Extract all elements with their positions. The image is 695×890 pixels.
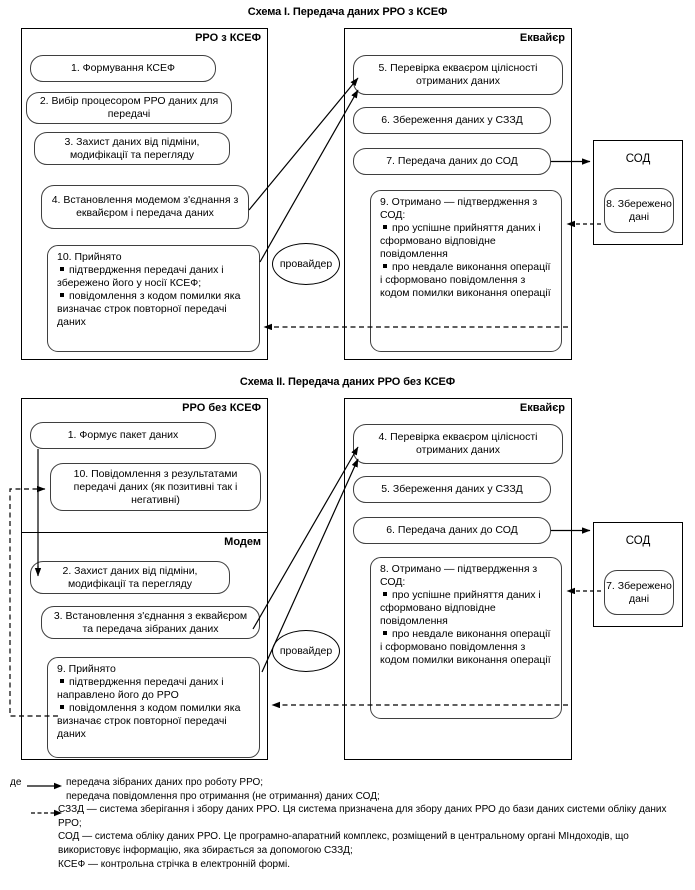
legend-definition-sod: СОД — система обліку даних РРО. Це прогр… xyxy=(58,831,629,856)
legend-solid-text: передача зібраних даних про роботу РРО; xyxy=(66,777,264,788)
scheme-1-step-10: 10. Прийнято підтвердження передачі дани… xyxy=(47,245,260,352)
scheme-2-step-6: 6. Передача даних до СОД xyxy=(353,517,551,544)
scheme-2-rro-panel-label: РРО без КСЕФ xyxy=(182,402,261,414)
scheme-1-provider-ellipse: провайдер xyxy=(272,243,340,285)
scheme-1-acquirer-panel-label: Еквайєр xyxy=(519,32,565,44)
scheme-2-provider-ellipse: провайдер xyxy=(272,630,340,672)
list-item: підтвердження передачі даних і направлен… xyxy=(57,676,224,701)
list-item: про успішне прийняття даних і сформовано… xyxy=(380,222,541,260)
legend-row-dashed: передача повідомлення про отримання (не … xyxy=(10,790,690,816)
scheme-2-step-2: 2. Захист даних від підміни, модифікації… xyxy=(30,561,230,594)
scheme-2-step-9-bullets: підтвердження передачі даних і направлен… xyxy=(57,676,251,741)
legend-solid-arrow-icon xyxy=(27,782,62,789)
legend-dashed-text: передача повідомлення про отримання (не … xyxy=(66,790,380,802)
scheme-1-step-9-title: 9. Отримано — підтвердження з СОД: xyxy=(380,196,538,221)
scheme-1-step-8: 8. Збережено дані xyxy=(604,188,674,233)
scheme-1-step-10-bullets: підтвердження передачі даних і збережено… xyxy=(57,264,251,329)
scheme-1-step-7: 7. Передача даних до СОД xyxy=(353,148,551,175)
scheme-2-modem-panel-label: Модем xyxy=(224,536,261,548)
scheme-2-step-1: 1. Формує пакет даних xyxy=(30,422,216,449)
scheme-2-sod-panel: СОД 7. Збережено дані xyxy=(593,522,683,627)
scheme-1-step-6: 6. Збереження даних у СЗЗД xyxy=(353,107,551,134)
scheme-2-sod-label: СОД xyxy=(625,535,651,547)
legend-dashed-arrow-icon xyxy=(31,809,62,816)
list-item: повідомлення з кодом помилки яка визнача… xyxy=(57,702,241,740)
legend-definition-ksef: КСЕФ — контрольна стрічка в електронній … xyxy=(58,858,290,870)
list-item: про успішне прийняття даних і сформовано… xyxy=(380,589,541,627)
legend-row-solid: де передача зібраних даних про роботу РР… xyxy=(10,776,690,790)
scheme-2-step-5: 5. Збереження даних у СЗЗД xyxy=(353,476,551,503)
scheme-1-sod-label: СОД xyxy=(625,153,651,165)
bullet-square-icon xyxy=(383,631,387,635)
bullet-square-icon xyxy=(383,264,387,268)
scheme-2-title: Схема II. Передача даних РРО без КСЕФ xyxy=(239,376,456,388)
list-item: підтвердження передачі даних і збережено… xyxy=(57,264,224,289)
scheme-2-step-7: 7. Збережено дані xyxy=(604,570,674,615)
scheme-2-step-8-bullets: про успішне прийняття даних і сформовано… xyxy=(380,589,553,667)
scheme-2-step-4: 4. Перевірка екваєром цілісності отриман… xyxy=(353,424,563,464)
scheme-2-step-10: 10. Повідомлення з результатами передачі… xyxy=(50,463,261,511)
bullet-square-icon xyxy=(383,592,387,596)
bullet-square-icon xyxy=(60,679,64,683)
scheme-2-step-9: 9. Прийнято підтвердження передачі даних… xyxy=(47,657,260,758)
scheme-1-step-3: 3. Захист даних від підміни, модифікації… xyxy=(34,132,230,165)
scheme-2-step-3: 3. Встановлення з'єднання з еквайєром та… xyxy=(41,606,260,639)
scheme-2-step-9-title: 9. Прийнято xyxy=(57,663,116,675)
list-item: про невдале виконання операції і сформов… xyxy=(380,261,551,299)
legend: де передача зібраних даних про роботу РР… xyxy=(10,776,690,871)
scheme-1-step-5: 5. Перевірка екваєром цілісності отриман… xyxy=(353,55,563,95)
list-item: про невдале виконання операції і сформов… xyxy=(380,628,551,666)
legend-prefix: де xyxy=(10,777,22,788)
scheme-1-step-10-title: 10. Прийнято xyxy=(57,251,122,263)
scheme-2-step-8-title: 8. Отримано — підтвердження з СОД: xyxy=(380,563,538,588)
scheme-1-step-2: 2. Вибір процесором РРО даних для переда… xyxy=(26,92,232,124)
scheme-2-step-8: 8. Отримано — підтвердження з СОД: про у… xyxy=(370,557,562,719)
scheme-1-step-4: 4. Встановлення модемом з'єднання з еква… xyxy=(41,185,249,229)
scheme-1-step-9: 9. Отримано — підтвердження з СОД: про у… xyxy=(370,190,562,352)
scheme-1-sod-panel: СОД 8. Збережено дані xyxy=(593,140,683,245)
scheme-1-step-9-bullets: про успішне прийняття даних і сформовано… xyxy=(380,222,553,300)
scheme-2-acquirer-panel-label: Еквайєр xyxy=(519,402,565,414)
bullet-square-icon xyxy=(60,293,64,297)
list-item: повідомлення з кодом помилки яка визнача… xyxy=(57,290,241,328)
scheme-1-rro-panel-label: РРО з КСЕФ xyxy=(195,32,261,44)
bullet-square-icon xyxy=(60,267,64,271)
scheme-1-step-1: 1. Формування КСЕФ xyxy=(30,55,216,82)
bullet-square-icon xyxy=(60,705,64,709)
legend-definition-szzd: СЗЗД — система зберігання і збору даних … xyxy=(58,804,667,829)
bullet-square-icon xyxy=(383,225,387,229)
scheme-1-title: Схема I. Передача даних РРО з КСЕФ xyxy=(247,6,448,18)
